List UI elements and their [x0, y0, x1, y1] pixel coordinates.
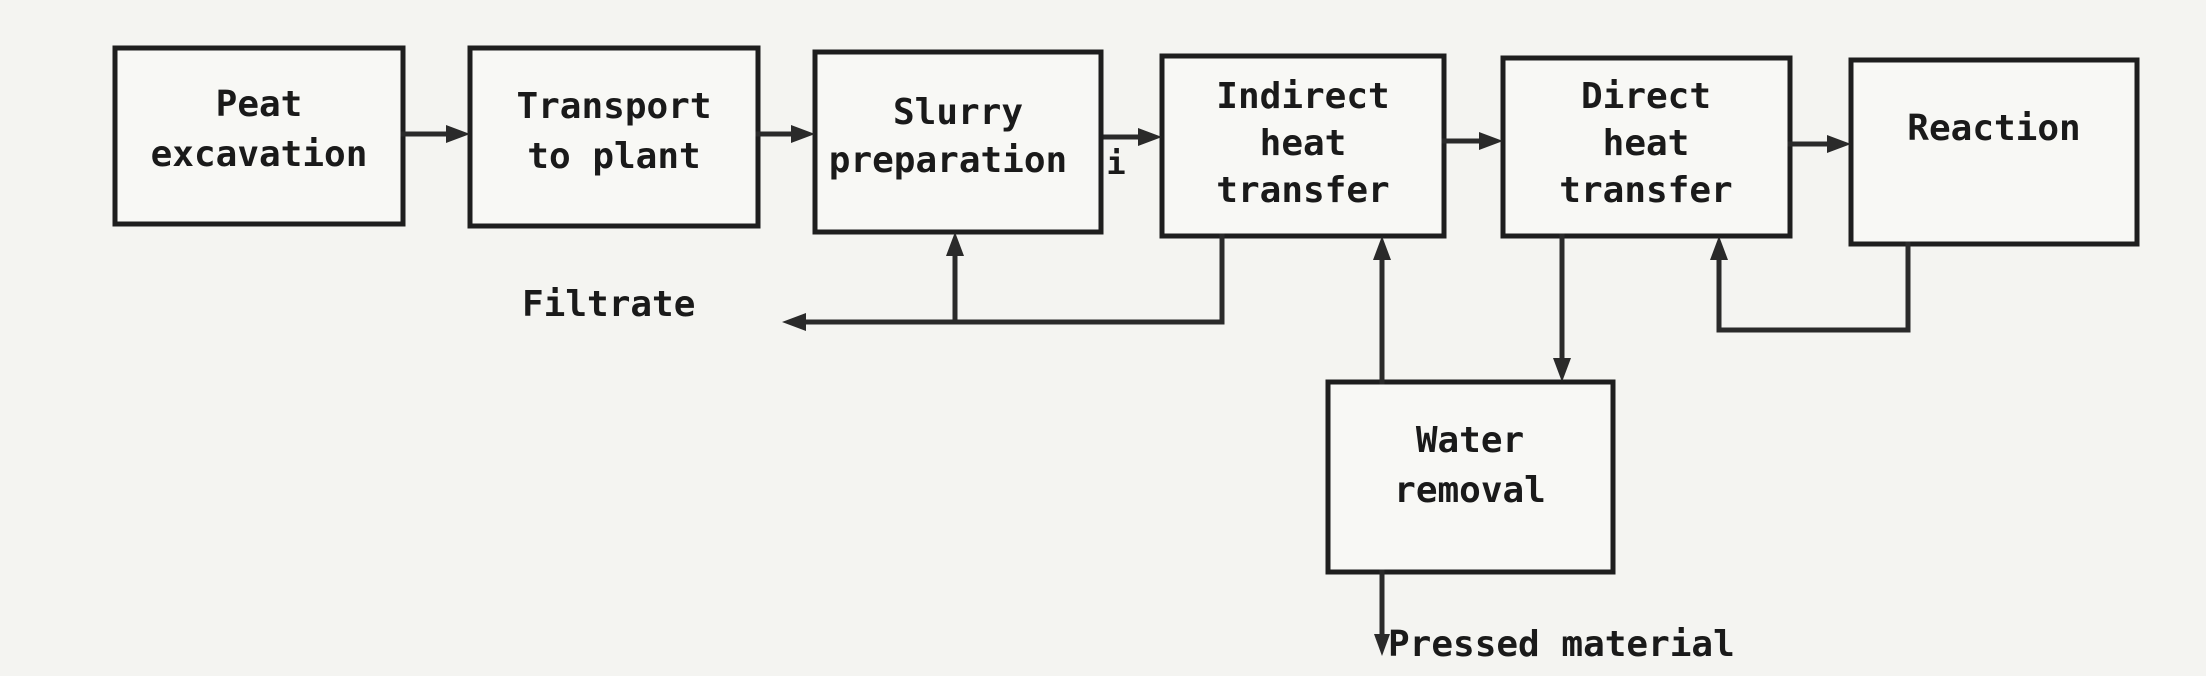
arrowhead-right: [446, 125, 470, 143]
node-label-line: transfer: [1216, 170, 1389, 211]
node-direct-heat-transfer: Direct heat transfer: [1500, 55, 1793, 239]
arrowhead-right: [1138, 128, 1162, 146]
node-label-line: Slurry: [893, 92, 1023, 133]
arrowhead-down: [1553, 358, 1571, 382]
arrowhead-right: [791, 125, 815, 143]
flow-indirect-to-direct: [1441, 132, 1503, 150]
node-indirect-heat-transfer: Indirect heat transfer: [1159, 53, 1447, 239]
flow-filtrate-to-slurry: [946, 232, 964, 325]
node-label-line: Direct: [1581, 76, 1711, 117]
flow-direct-to-reaction: [1787, 135, 1851, 153]
node-label-line: Water: [1416, 420, 1524, 461]
flow-transport-to-slurry: [755, 125, 815, 143]
node-mark: i: [1106, 144, 1125, 182]
flow-pressed-material-out: [1374, 569, 1390, 656]
flow-reaction-recycle-to-direct: [1710, 236, 1911, 333]
arrowhead-up: [1373, 236, 1391, 260]
flow-slurry-to-indirect: [1103, 128, 1162, 146]
node-water-removal: Water removal: [1325, 379, 1616, 575]
node-label-line: removal: [1394, 470, 1546, 511]
node-label-line: heat: [1260, 123, 1347, 164]
node-label-line: to plant: [527, 136, 700, 177]
node-reaction: Reaction: [1848, 57, 2140, 247]
flow-peat-to-transport: [400, 125, 470, 143]
node-peat-excavation: Peat excavation: [112, 45, 406, 227]
node-label-line: preparation: [829, 140, 1067, 181]
node-label-line: Transport: [516, 86, 711, 127]
node-label-line: Reaction: [1907, 108, 2080, 149]
flow-filtrate-return: [782, 233, 1225, 331]
node-slurry-preparation: Slurry preparation i: [812, 49, 1126, 235]
node-label-line: Peat: [216, 84, 303, 125]
pressed-material-label: Pressed material: [1388, 624, 1735, 665]
arrowhead-up: [946, 232, 964, 256]
flow-direct-to-water-removal: [1553, 233, 1571, 382]
arrowhead-up: [1710, 236, 1728, 260]
node-label-line: transfer: [1559, 170, 1732, 211]
arrowhead-right: [1479, 132, 1503, 150]
arrowhead-right: [1827, 135, 1851, 153]
node-label-line: heat: [1603, 123, 1690, 164]
arrowhead-down: [1374, 634, 1390, 656]
filtrate-label: Filtrate: [522, 284, 695, 325]
node-label-line: Indirect: [1216, 76, 1389, 117]
flow-water-removal-to-indirect: [1373, 236, 1391, 385]
node-transport-to-plant: Transport to plant: [467, 45, 761, 229]
arrowhead-left: [782, 313, 806, 331]
node-label-line: excavation: [151, 134, 368, 175]
